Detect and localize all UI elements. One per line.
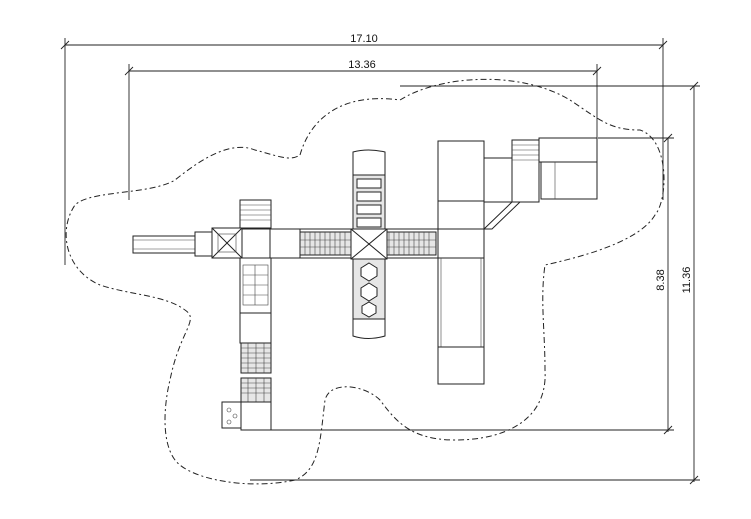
center-tower bbox=[350, 149, 388, 339]
left-slide bbox=[132, 231, 214, 257]
lower-left-section bbox=[221, 257, 272, 431]
overall-depth-label: 11.36 bbox=[681, 267, 693, 294]
upper-ladder bbox=[239, 199, 272, 229]
main-walkway bbox=[241, 228, 440, 259]
dimension-overall-width: 17.10 bbox=[60, 33, 668, 265]
equipment-depth-label: 8.38 bbox=[655, 269, 667, 290]
safety-zone-outline bbox=[65, 78, 665, 485]
equipment-width-label: 13.36 bbox=[348, 59, 376, 71]
dimension-overall-depth: 11.36 bbox=[250, 81, 700, 485]
dimension-equipment-depth: 8.38 bbox=[270, 133, 674, 435]
overall-width-label: 17.10 bbox=[350, 33, 378, 45]
left-corner-deck bbox=[211, 227, 243, 259]
right-structure bbox=[437, 137, 598, 385]
